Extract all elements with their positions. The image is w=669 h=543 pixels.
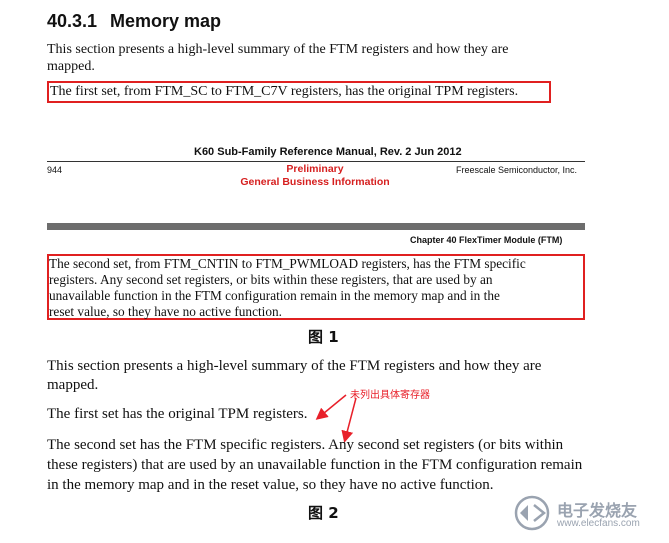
bottom-second-set-line-3: in the memory map and in the reset value… (47, 477, 494, 493)
bottom-intro-line-1: This section presents a high-level summa… (47, 358, 542, 374)
chapter-header: Chapter 40 FlexTimer Module (FTM) (410, 235, 563, 245)
second-set-line-4: reset value, so they have no active func… (49, 304, 282, 319)
bottom-second-set-line-2: these registers) that are used by an una… (47, 457, 583, 473)
first-set-text: The first set, from FTM_SC to FTM_C7V re… (50, 84, 519, 99)
second-set-line-1: The second set, from FTM_CNTIN to FTM_PW… (49, 256, 526, 271)
watermark-logo-icon (514, 495, 550, 531)
figure-1-label: 图 1 (308, 328, 339, 346)
intro-line-1: This section presents a high-level summa… (47, 42, 509, 57)
second-set-highlight-box (47, 254, 585, 320)
chapter-header-bar (47, 223, 585, 230)
footer-rule (47, 161, 585, 162)
business-info-label: General Business Information (240, 176, 390, 188)
annotation-arrow-2 (341, 397, 357, 443)
bottom-second-set-line-1: The second set has the FTM specific regi… (47, 437, 564, 453)
figure-2-label: 图 2 (308, 504, 339, 522)
preliminary-label: Preliminary (286, 163, 344, 175)
first-set-highlight-box (47, 81, 551, 103)
second-set-line-2: registers. Any second set registers, or … (49, 272, 493, 287)
annotation-arrow-1 (315, 394, 347, 420)
bottom-intro-line-2: mapped. (47, 377, 99, 393)
page-number: 944 (47, 165, 63, 175)
second-set-line-3: unavailable function in the FTM configur… (49, 288, 500, 303)
intro-line-2: mapped. (47, 59, 95, 74)
section-title: Memory map (110, 11, 222, 31)
watermark-brand: 电子发烧友 (557, 501, 638, 520)
section-number: 40.3.1 (47, 11, 98, 31)
watermark-url: www.elecfans.com (557, 518, 640, 529)
company-name: Freescale Semiconductor, Inc. (456, 165, 578, 175)
annotation-text: 未列出具体寄存器 (350, 390, 430, 401)
bottom-first-set: The first set has the original TPM regis… (47, 406, 308, 422)
manual-footer-title: K60 Sub-Family Reference Manual, Rev. 2 … (194, 146, 462, 158)
